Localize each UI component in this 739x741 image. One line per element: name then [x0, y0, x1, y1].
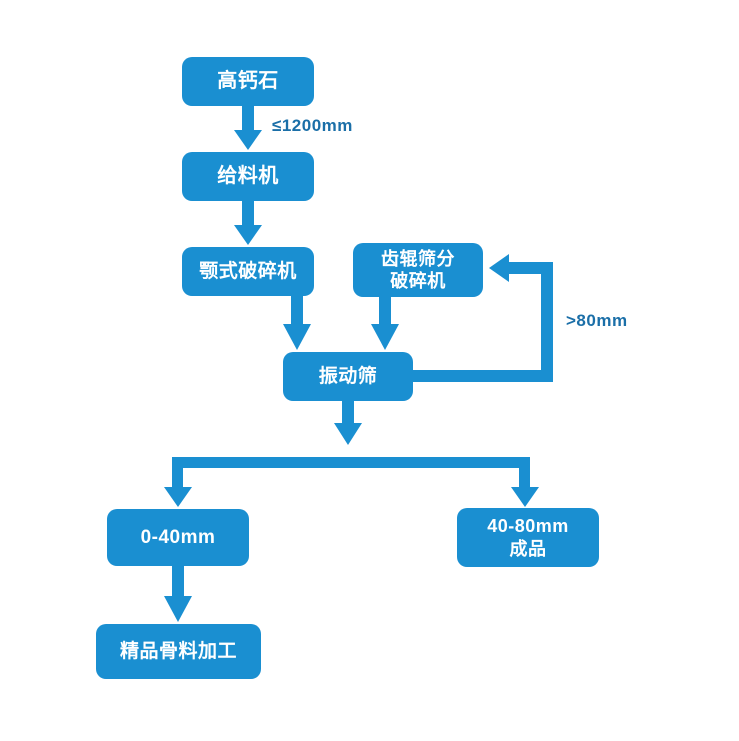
- arrow-0-40-to-aggregate: [164, 566, 192, 622]
- node-jaw-crusher-label: 颚式破碎机: [199, 260, 297, 282]
- node-roller-screening-crusher[interactable]: 齿辊筛分 破碎机: [353, 243, 483, 297]
- node-size-40-80mm-product[interactable]: 40-80mm 成品: [457, 508, 599, 567]
- node-vibrating-screen-label: 振动筛: [318, 365, 378, 387]
- node-feeder[interactable]: 给料机: [182, 152, 314, 201]
- arrow-feeder-to-jaw-crusher: [234, 201, 262, 245]
- node-size-0-40mm-label: 0-40mm: [140, 526, 216, 548]
- node-size-0-40mm[interactable]: 0-40mm: [107, 509, 249, 566]
- node-roller-screening-crusher-label: 齿辊筛分 破碎机: [381, 248, 455, 292]
- node-premium-aggregate-processing-label: 精品骨料加工: [119, 640, 237, 662]
- arrow-vibrating-screen-to-split: [334, 401, 362, 445]
- arrow-jaw-crusher-to-vibrating-screen: [283, 296, 311, 350]
- node-vibrating-screen[interactable]: 振动筛: [283, 352, 413, 401]
- node-limestone-label: 高钙石: [217, 70, 279, 92]
- node-feeder-label: 给料机: [217, 165, 279, 187]
- arrow-roller-crusher-to-vibrating-screen: [371, 297, 399, 350]
- edge-label-oversize: >80mm: [566, 311, 628, 330]
- node-jaw-crusher[interactable]: 颚式破碎机: [182, 247, 314, 296]
- arrow-split-to-products: [164, 457, 539, 507]
- arrow-limestone-to-feeder: [234, 106, 262, 150]
- node-limestone[interactable]: 高钙石: [182, 57, 314, 106]
- edge-label-feed-size: ≤1200mm: [272, 116, 353, 135]
- node-size-40-80mm-product-label: 40-80mm 成品: [487, 516, 569, 559]
- arrow-oversize-recirculation-loop: [413, 254, 553, 382]
- node-premium-aggregate-processing[interactable]: 精品骨料加工: [96, 624, 261, 679]
